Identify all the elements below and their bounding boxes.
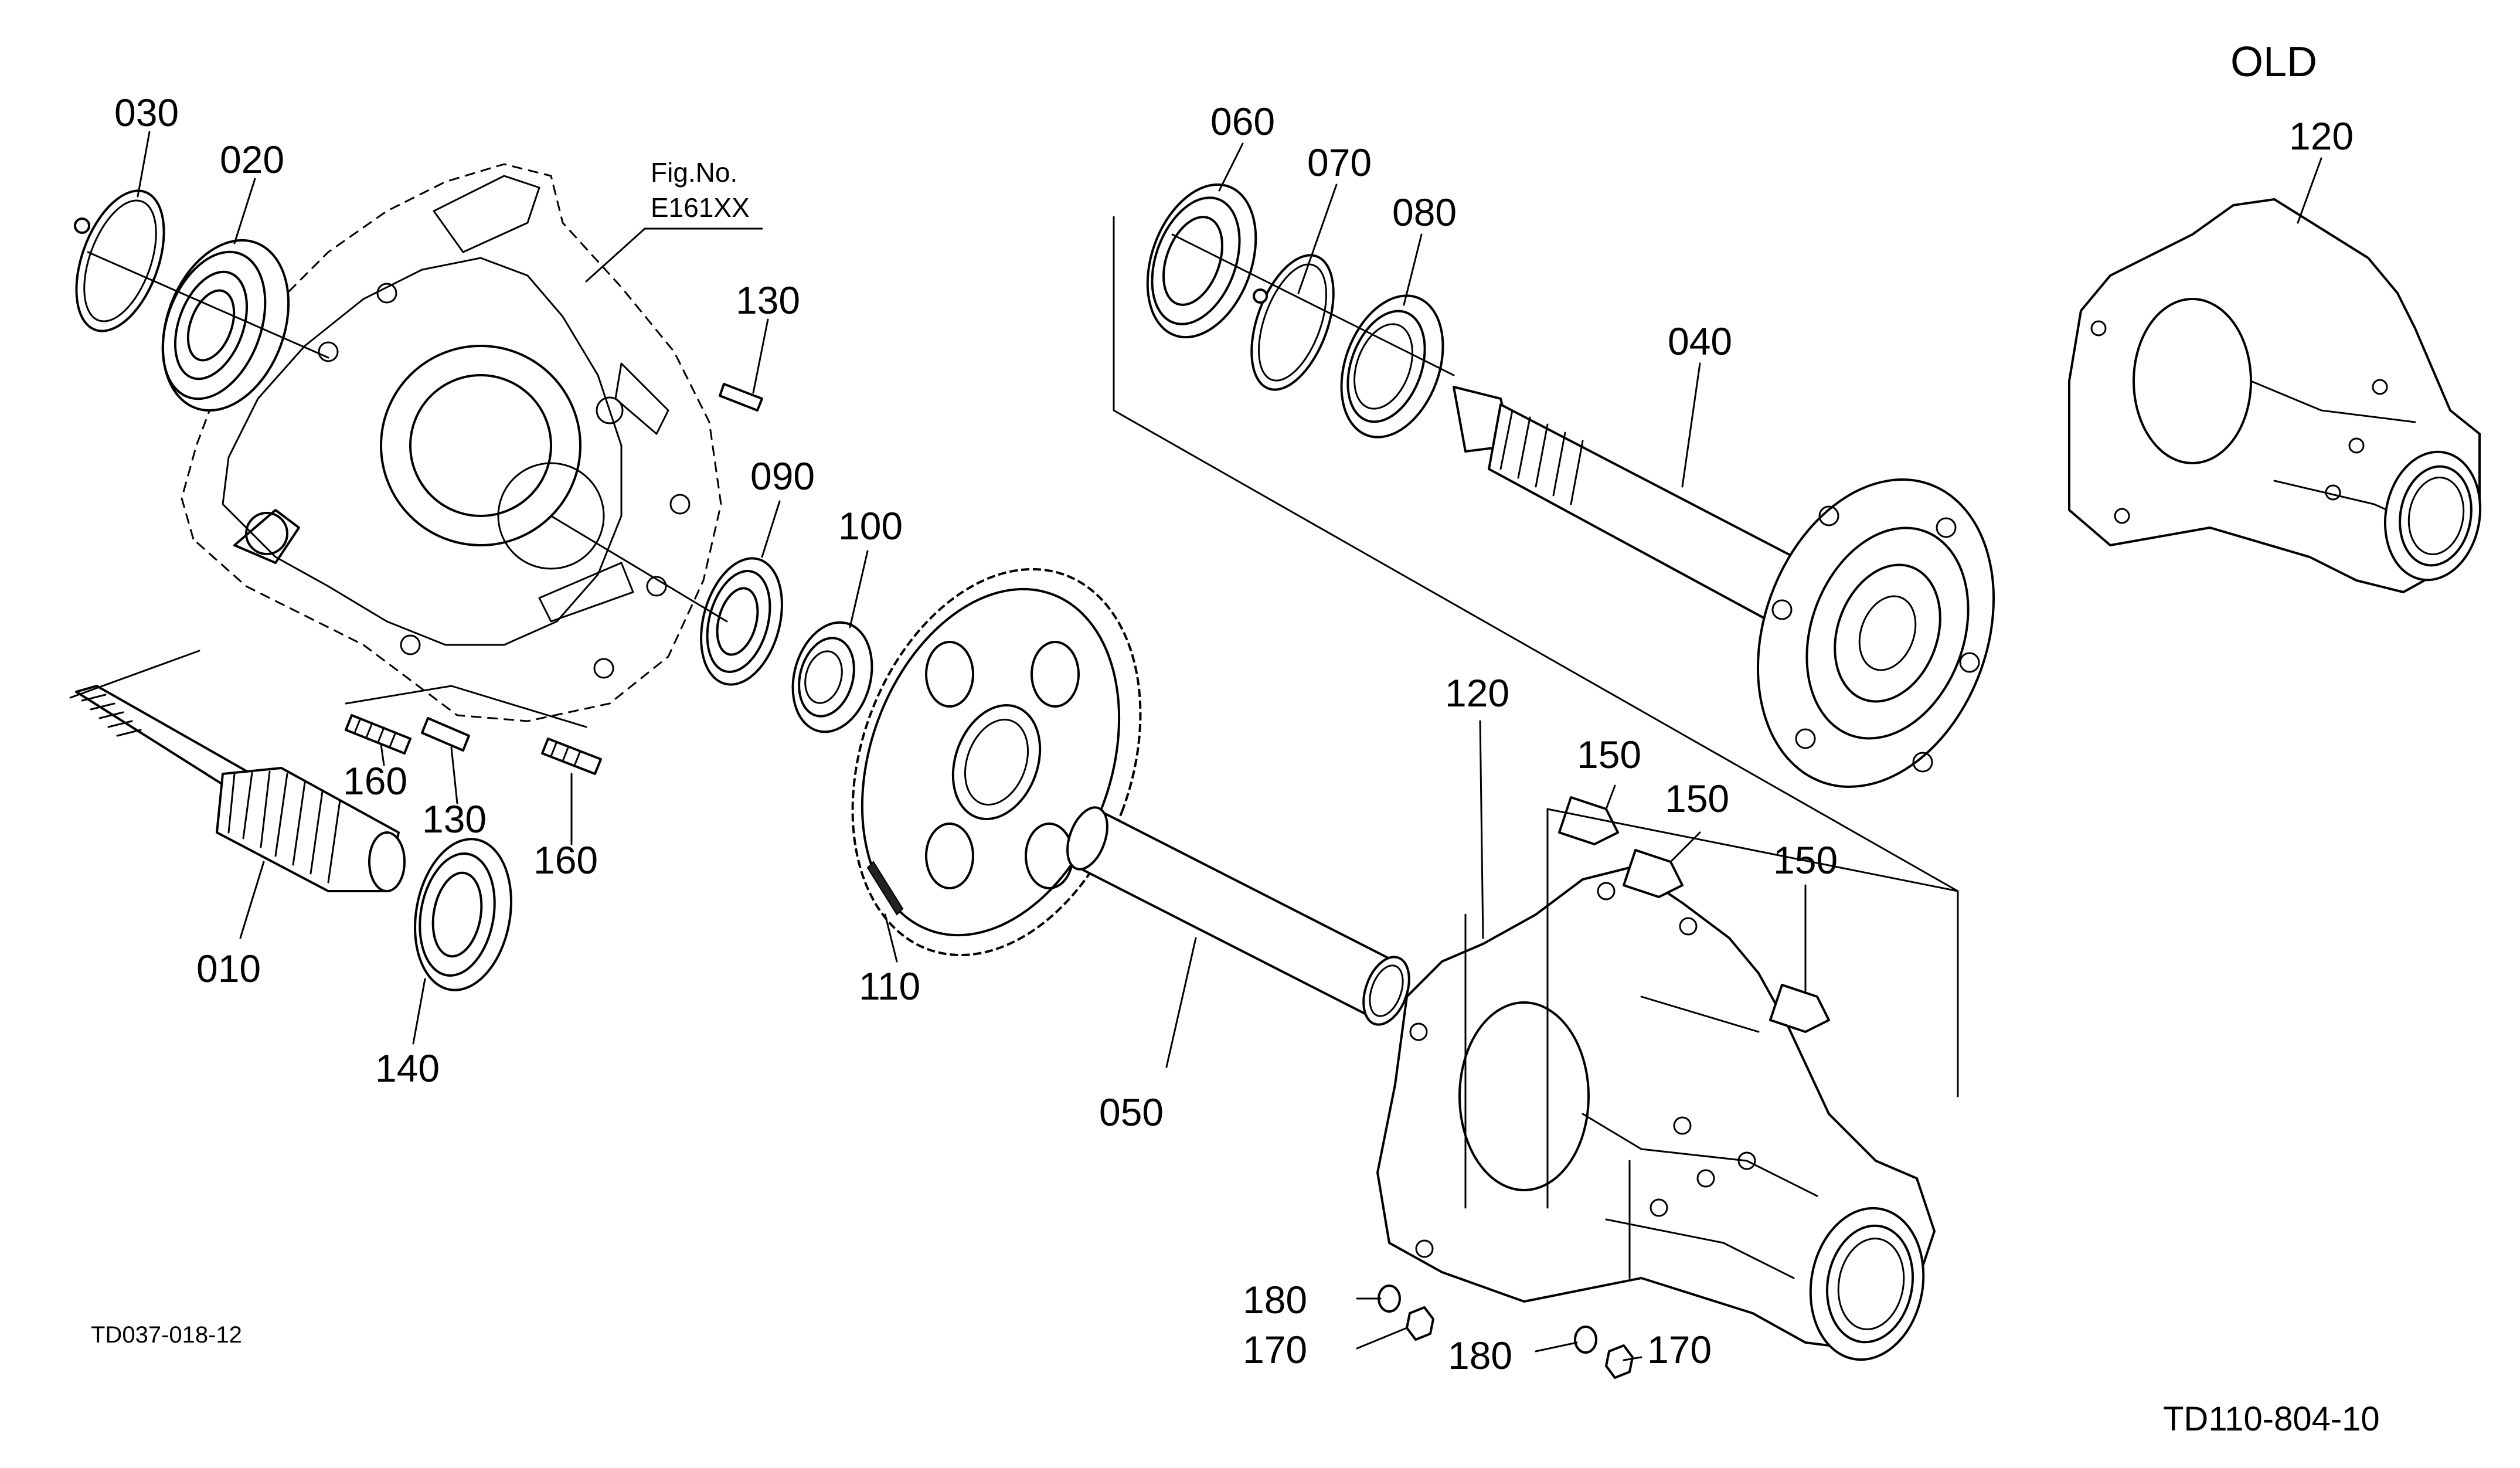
- part-label-150-b: 150: [1665, 777, 1729, 820]
- leader-lines: [137, 131, 2322, 1361]
- pin-130-upper: [719, 383, 763, 412]
- washer-180-b: [1574, 1326, 1597, 1354]
- part-label-150-c: 150: [1773, 838, 1838, 882]
- part-label-160-left: 160: [343, 759, 407, 803]
- bracket-lines: [1113, 216, 1959, 1097]
- part-label-170-b: 170: [1647, 1328, 1712, 1371]
- part-label-120-old: 120: [2289, 114, 2354, 158]
- nut-170-b: [1605, 1344, 1634, 1379]
- part-label-150-a: 150: [1577, 733, 1641, 776]
- pin-130-lower: [421, 717, 470, 752]
- part-label-060: 060: [1210, 100, 1275, 143]
- nut-170-a: [1406, 1306, 1434, 1341]
- collar-100: [791, 621, 873, 733]
- fig-no-label: Fig.No.: [651, 157, 737, 188]
- bearing-060: [1146, 183, 1257, 339]
- snap-ring-070: [1250, 254, 1335, 391]
- fig-no-value: E161XX: [651, 192, 750, 223]
- old-variant-label: OLD: [2230, 39, 2317, 86]
- part-label-180-b: 180: [1448, 1334, 1512, 1377]
- fig-no-callout: Fig.No. E161XX: [585, 157, 763, 283]
- bolt-150-a: [1558, 796, 1619, 845]
- seal-080: [1340, 294, 1444, 439]
- bearing-020: [161, 239, 290, 412]
- bearing-140: [414, 838, 512, 991]
- part-label-160-right: 160: [533, 838, 598, 882]
- sleeve-050: [1066, 806, 1410, 1026]
- part-label-130-lower: 130: [422, 797, 487, 841]
- bolt-150-b: [1623, 849, 1684, 898]
- gear-110: [851, 568, 1142, 957]
- housing-120: [1376, 866, 1936, 1361]
- stud-160-left: [345, 714, 412, 755]
- part-label-170-a: 170: [1243, 1328, 1307, 1371]
- part-label-020: 020: [220, 138, 284, 181]
- drawing-code-right: TD110-804-10: [2163, 1400, 2380, 1438]
- shaft-040: [1453, 386, 1995, 788]
- part-label-030: 030: [114, 91, 179, 134]
- stud-160-right: [541, 738, 602, 775]
- part-label-050: 050: [1099, 1090, 1164, 1134]
- gear-case-housing: [181, 163, 722, 722]
- snap-ring-030: [74, 189, 165, 332]
- part-label-140: 140: [375, 1046, 440, 1090]
- washer-180-a: [1378, 1284, 1401, 1313]
- part-labels: 030 020 130 090 100 160 130 160 010 140 …: [114, 91, 2354, 1377]
- part-label-110: 110: [859, 964, 920, 1008]
- part-label-040: 040: [1668, 320, 1732, 363]
- part-label-100: 100: [838, 504, 903, 548]
- part-label-010: 010: [196, 947, 261, 990]
- part-label-080: 080: [1392, 191, 1457, 234]
- bolt-150-c: [1769, 984, 1830, 1033]
- part-label-090: 090: [750, 454, 815, 498]
- housing-120-old: [2068, 198, 2482, 593]
- part-label-130-upper: 130: [736, 278, 800, 322]
- part-label-070: 070: [1307, 141, 1372, 184]
- part-label-180-a: 180: [1243, 1278, 1307, 1321]
- drawing-code-left: TD037-018-12: [91, 1322, 242, 1348]
- bearing-090: [700, 557, 783, 686]
- shaft-010: [69, 650, 406, 892]
- part-label-120: 120: [1445, 671, 1509, 715]
